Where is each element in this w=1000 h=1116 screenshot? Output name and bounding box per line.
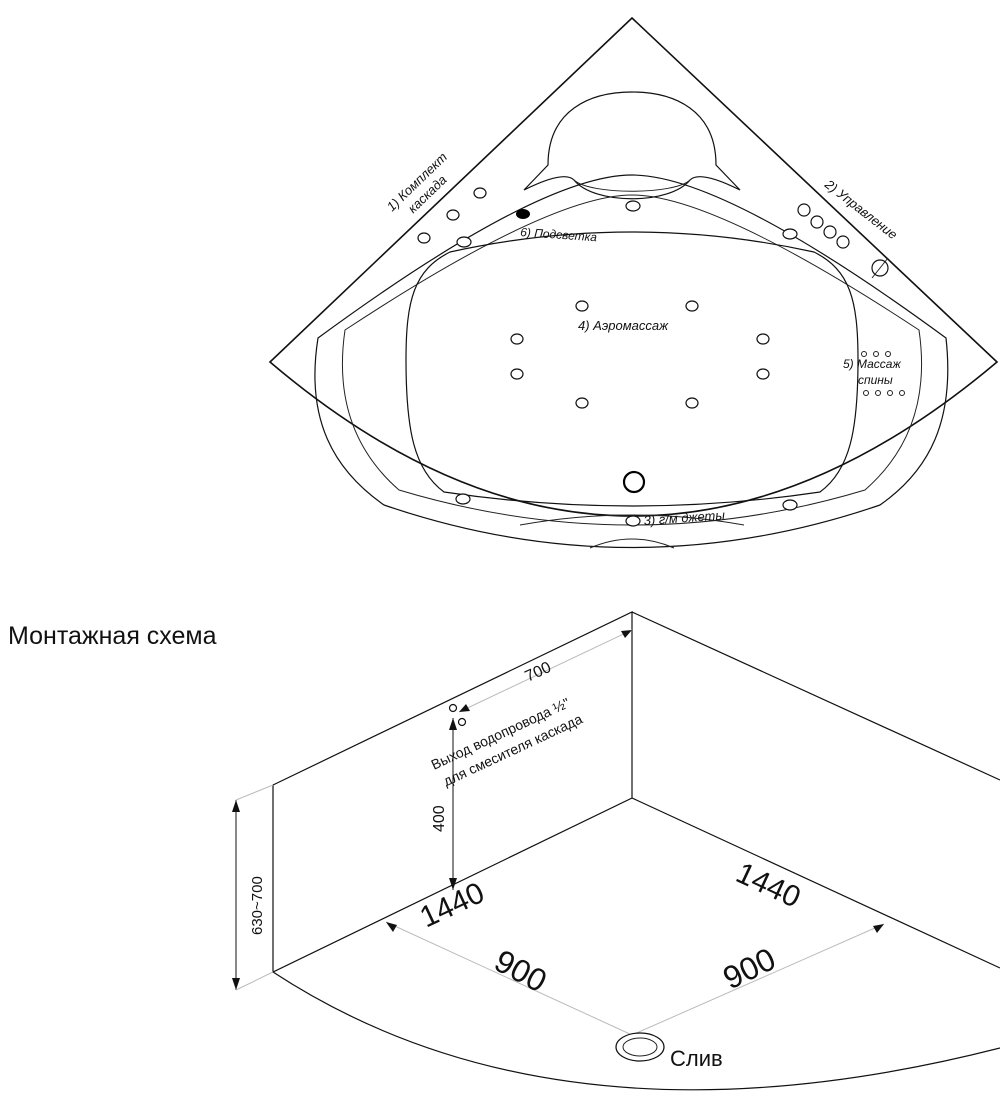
hydro-jet <box>456 236 472 248</box>
dim-700-line <box>458 629 633 713</box>
mounting-title: Монтажная схема <box>8 622 217 650</box>
aero-jet <box>756 333 770 345</box>
label-400: 400 <box>431 805 448 832</box>
control-hole <box>810 215 824 229</box>
dim-400-line <box>449 718 457 890</box>
aero-jet <box>756 368 770 380</box>
aero-jet <box>685 397 699 409</box>
label-light: 6) Подсветка <box>520 225 598 244</box>
drain-outlet-inner <box>622 1037 658 1057</box>
drain-outlet <box>615 1032 665 1062</box>
water-outlet-icon <box>448 703 458 713</box>
water-outlet-icon <box>457 717 467 727</box>
label-back-massage-line1: 5) Массаж <box>843 357 901 371</box>
label-drain: Слив <box>670 1046 723 1071</box>
aero-jet <box>510 368 524 380</box>
hydro-jet <box>625 515 641 527</box>
headrest-inner <box>573 179 691 192</box>
light-spot <box>516 209 530 219</box>
control-hole <box>836 235 850 249</box>
bathtub-bowl-line <box>341 194 923 526</box>
bathtub-inner-edge <box>314 174 949 549</box>
bathtub-floor <box>405 231 859 507</box>
aero-jet <box>685 300 699 312</box>
label-height: 630~700 <box>249 876 266 935</box>
right-wall <box>631 611 1000 969</box>
bottom-lip <box>519 514 745 549</box>
headrest <box>523 91 741 200</box>
dim-900-lines <box>385 921 885 1036</box>
mounting-scheme: 630~700 700 Выход водопровода ½" для сме… <box>232 611 1000 1091</box>
height-dimension <box>232 784 274 991</box>
cascade-hole <box>417 232 431 244</box>
bathtub-top-view: 1) Комплект каскада 2) Управление 6) Под… <box>268 16 999 549</box>
cascade-hole <box>473 187 487 199</box>
hydro-jet <box>625 200 641 212</box>
label-aero: 4) Аэромассаж <box>578 318 669 333</box>
hydro-jet <box>782 228 798 240</box>
label-back-massage-line2: спины <box>858 373 893 387</box>
label-hydro-jets: 3) г/м джеты <box>643 507 726 528</box>
control-hole <box>823 225 837 239</box>
label-1440-right: 1440 <box>731 856 805 914</box>
aero-jet <box>575 397 589 409</box>
back-massage-dots <box>861 351 905 396</box>
control-hole <box>797 203 811 217</box>
hydro-jet <box>782 499 798 511</box>
hydro-jet <box>455 493 471 505</box>
aero-jet <box>510 333 524 345</box>
label-900-right: 900 <box>717 941 781 997</box>
control-knob-icon <box>871 257 889 279</box>
label-900-left: 900 <box>489 942 553 999</box>
bathtub-front-arc <box>272 971 1000 1091</box>
cascade-hole <box>446 209 460 221</box>
aero-jet <box>575 300 589 312</box>
drain-hole <box>622 470 646 494</box>
